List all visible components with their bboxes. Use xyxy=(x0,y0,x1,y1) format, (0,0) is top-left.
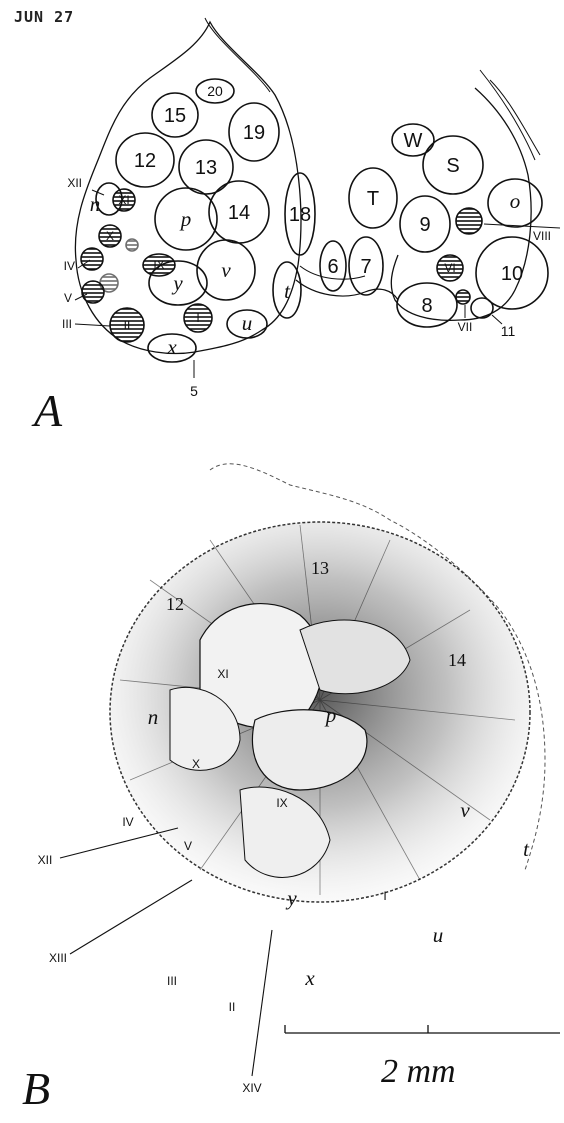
label-a-ii: II xyxy=(124,318,131,332)
label-a-20: 20 xyxy=(207,83,223,99)
label-a-t: t xyxy=(284,279,291,303)
label-b-y: y xyxy=(285,886,297,910)
label-b-iii: III xyxy=(167,974,177,988)
label-b-x: X xyxy=(192,757,200,771)
label-a-t-upper: T xyxy=(367,188,379,210)
label-a-6: 6 xyxy=(327,256,338,278)
label-a-u: u xyxy=(242,311,253,335)
label-a-9: 9 xyxy=(419,214,430,236)
label-b-12: 12 xyxy=(166,594,184,614)
label-a-v-roman: V xyxy=(64,291,72,305)
label-a-11: 11 xyxy=(501,323,516,339)
label-a-7: 7 xyxy=(360,256,371,278)
label-a-vi: VI xyxy=(444,261,455,275)
label-a-13: 13 xyxy=(195,157,217,179)
label-b-u: u xyxy=(433,923,444,947)
label-a-x-roman: X xyxy=(106,229,114,243)
label-a-12: 12 xyxy=(134,150,156,172)
label-b-ii: II xyxy=(229,1000,236,1014)
label-b-13: 13 xyxy=(311,558,329,578)
label-a-viii: VIII xyxy=(533,229,551,243)
label-b-n: n xyxy=(148,705,159,729)
label-a-xi: XI xyxy=(118,193,129,207)
label-a-vii: VII xyxy=(458,320,473,334)
label-b-x-italic: x xyxy=(304,966,315,990)
figure-a xyxy=(75,18,560,378)
label-b-v-roman: V xyxy=(184,839,192,853)
label-b-ix: IX xyxy=(276,796,287,810)
label-a-iv: IV xyxy=(64,259,75,273)
callout-xiv: XIV xyxy=(242,1081,261,1095)
label-a-s: S xyxy=(446,155,459,177)
scale-bar: 2 mm xyxy=(285,1025,560,1090)
label-a-5: 5 xyxy=(190,383,198,399)
label-a-10: 10 xyxy=(501,263,523,285)
label-a-o: o xyxy=(510,189,521,213)
label-b-i: I xyxy=(383,889,386,903)
label-a-x: x xyxy=(166,335,177,359)
label-b-p: p xyxy=(324,703,337,727)
label-a-ix-left: IX xyxy=(153,258,164,272)
label-b-t: t xyxy=(523,837,530,861)
callout-xii: XII xyxy=(38,853,53,867)
label-a-14: 14 xyxy=(228,202,250,224)
label-a-18: 18 xyxy=(289,204,311,226)
label-b-v: v xyxy=(460,798,470,822)
figure-b xyxy=(60,464,545,1076)
label-a-xii: XII xyxy=(67,176,82,190)
label-a-15: 15 xyxy=(164,105,186,127)
label-a-w: W xyxy=(404,130,423,152)
label-b-14: 14 xyxy=(448,650,466,670)
label-a-19: 19 xyxy=(243,122,265,144)
label-a-y: y xyxy=(171,271,183,295)
label-a-8: 8 xyxy=(421,295,432,317)
label-b-xi: XI xyxy=(217,667,228,681)
label-a-p: p xyxy=(179,207,192,231)
callout-xiii: XIII xyxy=(49,951,67,965)
label-b-iv: IV xyxy=(122,815,133,829)
label-a-v: v xyxy=(221,258,231,282)
label-a-iii: III xyxy=(62,317,72,331)
label-a-i: I xyxy=(196,311,199,325)
scale-label: 2 mm xyxy=(381,1053,456,1090)
label-a-n: n xyxy=(90,192,101,216)
